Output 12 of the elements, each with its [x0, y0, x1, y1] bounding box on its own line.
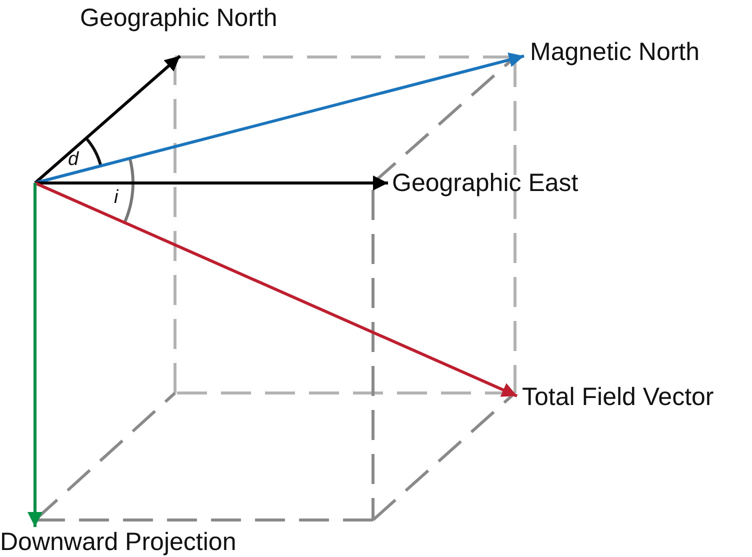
vector-arrow [28, 183, 42, 527]
vector-label: Geographic East [392, 168, 578, 198]
vector-arrow [34, 182, 518, 398]
vector-arrow [35, 176, 388, 190]
angle-label: d [68, 150, 79, 169]
vector-label: Total Field Vector [522, 382, 714, 412]
vector-arrow [34, 52, 524, 184]
vector-label: Geographic North [80, 4, 278, 33]
vector-label: Magnetic North [530, 38, 700, 66]
angle-label: i [114, 188, 118, 207]
vector-label: Downward Projection [0, 528, 236, 557]
vector-arrow [34, 54, 181, 184]
